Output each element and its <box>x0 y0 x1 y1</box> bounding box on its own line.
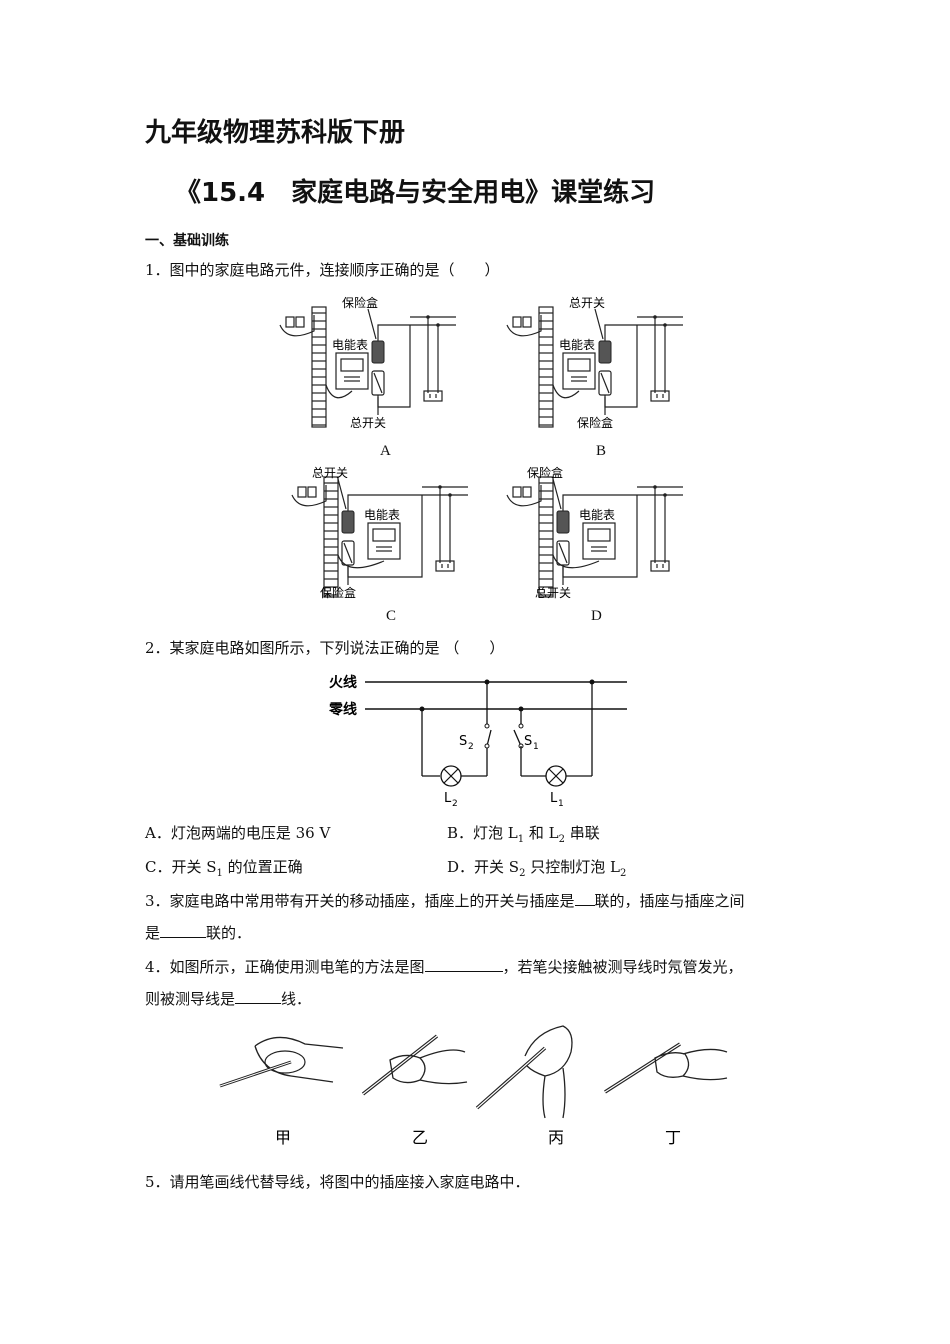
meter-label: 电能表 <box>332 338 368 352</box>
switch-s1-label: S <box>524 734 532 749</box>
fuse-box-icon <box>556 510 570 534</box>
answer-blank[interactable] <box>160 922 207 938</box>
svg-text:1: 1 <box>558 799 564 809</box>
test-pen-hand-yi-icon <box>361 1034 468 1096</box>
option-a: A．灯泡两端的电压是 36 V <box>145 824 331 842</box>
junction-dot <box>653 485 657 489</box>
insulator-icon <box>512 486 522 498</box>
junction-dot <box>653 315 657 319</box>
junction-dot <box>438 485 442 489</box>
electric-meter-icon <box>582 522 616 560</box>
socket-icon <box>423 390 443 402</box>
figure-label-yi: 乙 <box>412 1128 428 1147</box>
live-wire-label: 火线 <box>329 674 357 691</box>
figure-label-b: B <box>596 443 607 459</box>
svg-text:2: 2 <box>468 742 474 752</box>
meter-label: 电能表 <box>579 508 615 522</box>
answer-blank[interactable] <box>235 988 282 1004</box>
electric-meter-icon <box>562 352 596 390</box>
junction-dot <box>436 323 440 327</box>
junction-dot <box>426 315 430 319</box>
meter-label: 电能表 <box>559 338 595 352</box>
option-c: C．开关 S1 的位置正确 <box>145 858 303 879</box>
fuse-box-icon <box>341 510 355 534</box>
figure-label-bing: 丙 <box>548 1128 564 1147</box>
test-pen-figure: 甲 乙 丙 丁 <box>219 1025 728 1147</box>
test-pen-hand-jia-icon <box>219 1036 344 1088</box>
top-component-label: 总开关 <box>312 466 348 480</box>
switch-s2-label: S <box>459 734 467 749</box>
socket-icon <box>650 390 670 402</box>
figure-label-jia: 甲 <box>275 1128 291 1147</box>
page-title: 九年级物理苏科版下册 <box>145 118 406 148</box>
fuse-box-icon <box>598 340 612 364</box>
electric-meter-icon <box>335 352 369 390</box>
svg-text:1: 1 <box>533 742 539 752</box>
insulator-icon <box>295 316 305 328</box>
wall-icon <box>323 476 339 598</box>
answer-blank[interactable] <box>574 890 595 906</box>
junction-dot <box>448 493 452 497</box>
figure-label-c: C <box>386 608 397 624</box>
top-component-label: 保险盒 <box>342 295 378 310</box>
option-d: D．开关 S2 只控制灯泡 L2 <box>447 858 627 879</box>
page-subtitle: 《15.4 家庭电路与安全用电》课堂练习 <box>175 178 656 208</box>
question-2-text: 2．某家庭电路如图所示，下列说法正确的是 （ ） <box>145 639 505 657</box>
neutral-wire-label: 零线 <box>328 701 357 718</box>
lamp-l2-label: L <box>444 791 452 806</box>
junction-dot <box>663 493 667 497</box>
socket-icon <box>435 560 455 572</box>
bottom-component-label: 总开关 <box>535 586 571 600</box>
wall-icon <box>538 306 554 428</box>
wall-icon <box>311 306 327 428</box>
fuse-box-icon <box>371 340 385 364</box>
insulator-icon <box>522 486 532 498</box>
meter-label: 电能表 <box>364 508 400 522</box>
question-3-line-1: 3．家庭电路中常用带有开关的移动插座，插座上的开关与插座是联的，插座与插座之间 <box>145 890 745 910</box>
answer-blank[interactable] <box>424 956 503 972</box>
switch-s2-icon <box>486 729 492 747</box>
bottom-component-label: 保险盒 <box>320 585 356 600</box>
svg-text:2: 2 <box>452 799 458 809</box>
question-5-text: 5．请用笔画线代替导线，将图中的插座接入家庭电路中． <box>145 1173 530 1191</box>
test-pen-hand-bing-icon <box>475 1025 573 1119</box>
lamp-l1-label: L <box>550 791 558 806</box>
switch-s1-icon <box>513 729 522 747</box>
question-1-text: 1．图中的家庭电路元件，连接顺序正确的是（ ） <box>145 261 500 279</box>
insulator-icon <box>307 486 317 498</box>
bottom-component-label: 保险盒 <box>577 415 613 430</box>
question-2-circuit-diagram: 火线 零线 S 2 L 2 S 1 L 1 <box>328 674 627 809</box>
junction-dot <box>663 323 667 327</box>
insulator-icon <box>522 316 532 328</box>
question-4-line-1: 4．如图所示，正确使用测电笔的方法是图，若笔尖接触被测导线时氖管发光， <box>145 956 743 976</box>
insulator-icon <box>285 316 295 328</box>
bottom-component-label: 总开关 <box>350 416 386 430</box>
top-component-label: 总开关 <box>569 296 605 310</box>
electric-meter-icon <box>367 522 401 560</box>
insulator-icon <box>512 316 522 328</box>
figure-label-d: D <box>591 608 602 624</box>
figure-label-ding: 丁 <box>665 1128 681 1147</box>
test-pen-hand-ding-icon <box>604 1042 728 1094</box>
option-b: B．灯泡 L1 和 L2 串联 <box>447 824 600 845</box>
question-4-line-2: 则被测导线是线． <box>145 988 312 1008</box>
wall-icon <box>538 476 554 598</box>
socket-icon <box>650 560 670 572</box>
section-heading: 一、基础训练 <box>145 233 229 249</box>
question-3-line-2: 是联的． <box>145 922 252 942</box>
top-component-label: 保险盒 <box>527 465 563 480</box>
insulator-icon <box>297 486 307 498</box>
figure-label-a: A <box>380 443 391 459</box>
